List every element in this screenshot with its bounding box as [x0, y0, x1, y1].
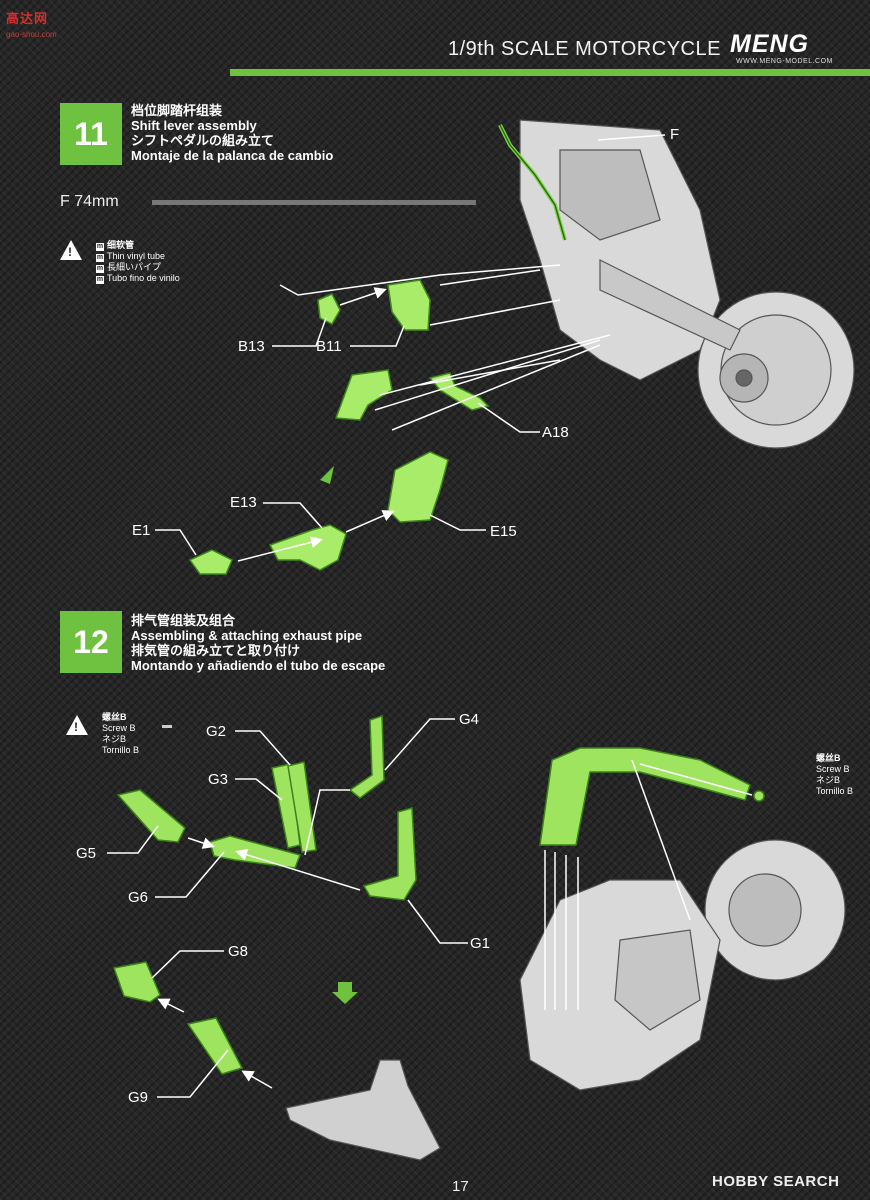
screw-callout-es: Tornillo B	[816, 786, 854, 796]
step-12-title: 排气管组装及组合 Assembling & attaching exhaust …	[131, 613, 385, 673]
label-b13: B13	[238, 338, 265, 355]
part-g8	[112, 961, 161, 1003]
header-divider	[230, 69, 870, 76]
part-g1	[362, 807, 417, 901]
label-g1: G1	[470, 935, 491, 952]
assembled-exhaust	[539, 747, 751, 846]
label-g4: G4	[459, 711, 480, 728]
warning-exclamation: !	[74, 720, 78, 734]
label-g9: G9	[128, 1089, 149, 1106]
step-11-title: 档位脚踏杆组装 Shift lever assembly シフトペダルの組み立て…	[131, 103, 333, 163]
page-number: 17	[452, 1178, 469, 1195]
page-header-title: 1/9th SCALE MOTORCYCLE	[448, 38, 721, 60]
site-watermark: 高达网	[6, 11, 49, 26]
part-a18	[428, 372, 490, 411]
step-11-title-es: Montaje de la palanca de cambio	[131, 148, 334, 163]
step-12-title-es: Montando y añadiendo el tubo de escape	[131, 658, 386, 673]
screw-callout-jp: ネジB	[816, 775, 841, 785]
step-11-title-jp: シフトペダルの組み立て	[131, 133, 275, 148]
tube-note-jp: 長細いパイプ	[107, 262, 162, 272]
step-11-title-en: Shift lever assembly	[131, 118, 257, 133]
part-e15	[387, 451, 449, 523]
step-12-arrows	[107, 718, 753, 1098]
warning-icon	[60, 240, 82, 260]
step-12-number: 12	[60, 611, 122, 673]
warning-exclamation: !	[68, 245, 72, 259]
material-icon: m	[96, 276, 104, 284]
screw-callout-cn: 螺丝B	[816, 753, 841, 763]
screw-note-es: Tornillo B	[102, 745, 140, 755]
part-e13	[268, 524, 347, 571]
label-g5: G5	[76, 845, 97, 862]
part-g6	[209, 835, 301, 869]
tube-note-en: Thin vinyl tube	[107, 251, 166, 261]
screw-note-en: Screw B	[102, 723, 136, 733]
label-g3: G3	[208, 771, 229, 788]
label-g2: G2	[206, 723, 227, 740]
step-11-number: 11	[60, 103, 122, 165]
screw-note-cn: 螺丝B	[102, 712, 127, 722]
screw-note: 螺丝B Screw B ネジB Tornillo B	[102, 712, 139, 756]
screw-callout: 螺丝B Screw B ネジB Tornillo B	[816, 753, 853, 797]
exhaust-header-preview	[285, 1059, 441, 1161]
motorcycle-side-view	[519, 839, 846, 1091]
label-e1: E1	[132, 522, 151, 539]
label-e15: E15	[490, 523, 517, 540]
label-b11: B11	[316, 338, 342, 355]
tube-note-es: Tubo fino de vinilo	[107, 273, 180, 283]
step-11-parts	[188, 279, 490, 575]
arrow-down-icon	[332, 982, 358, 1004]
screw-callout-en: Screw B	[816, 764, 850, 774]
material-icon: m	[96, 243, 104, 251]
material-icon: m	[96, 265, 104, 273]
screw-icon	[162, 725, 172, 728]
part-e1	[188, 549, 233, 575]
part-g5	[116, 789, 186, 843]
step-12-title-jp: 排気管の組み立てと取り付け	[131, 643, 301, 658]
step-12-title-cn: 排气管组装及组合	[131, 613, 236, 628]
part-g2	[287, 761, 317, 853]
tube-length-bar	[152, 200, 476, 205]
source-watermark: HOBBY SEARCH	[712, 1173, 840, 1190]
label-e13: E13	[230, 494, 257, 511]
label-f: F	[670, 126, 680, 143]
material-icon: m	[96, 254, 104, 262]
site-watermark-url: gao-shou.com	[6, 30, 57, 39]
label-g6: G6	[128, 889, 149, 906]
motorcycle-rear-view	[519, 119, 855, 449]
tube-note-cn: 细软管	[107, 240, 135, 250]
part-b13	[317, 293, 341, 325]
part-left-bracket	[334, 369, 393, 421]
step-12-parts	[112, 714, 765, 1075]
label-a18: A18	[542, 424, 569, 441]
part-b11	[387, 279, 431, 331]
engine-block	[559, 149, 661, 241]
tube-length-label: F 74mm	[60, 193, 119, 210]
screw-b-part	[753, 790, 765, 802]
warning-icon	[66, 715, 88, 735]
brand-url: WWW.MENG-MODEL.COM	[736, 58, 833, 65]
label-g8: G8	[228, 943, 249, 960]
swingarm	[599, 259, 741, 351]
brand-logo: MENG	[730, 30, 809, 58]
step-11-arrows	[155, 134, 666, 562]
part-g9	[186, 1017, 244, 1075]
engine-block-12	[614, 929, 701, 1031]
arrow-up-icon	[320, 466, 334, 484]
part-g3	[271, 763, 301, 849]
step-11-title-cn: 档位脚踏杆组装	[131, 103, 223, 118]
step-12-title-en: Assembling & attaching exhaust pipe	[131, 628, 363, 643]
screw-note-jp: ネジB	[102, 734, 127, 744]
part-g4	[348, 714, 385, 799]
